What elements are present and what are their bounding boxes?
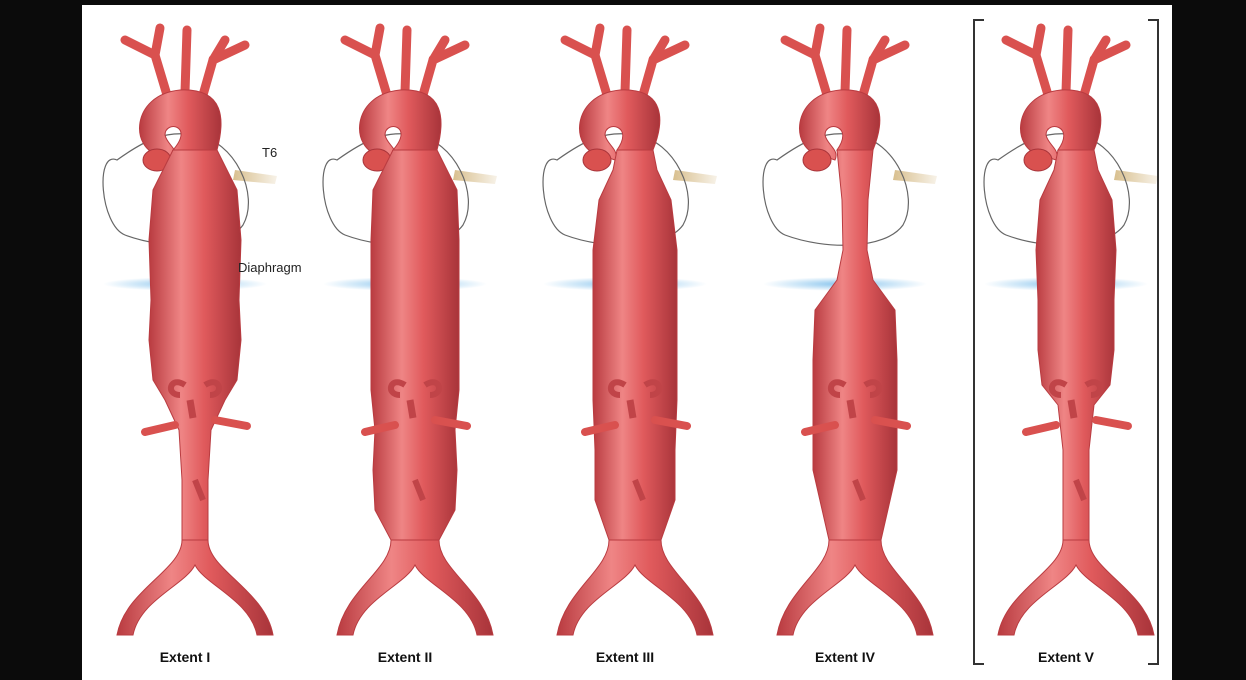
aortic-root	[583, 149, 611, 171]
arch-branch	[155, 28, 160, 55]
arch-branch	[815, 28, 820, 55]
panel-label: Extent III	[596, 649, 654, 665]
arch-branch	[185, 30, 187, 92]
sma-branch	[410, 400, 413, 418]
arch-branch	[405, 30, 407, 92]
arch-branch	[375, 28, 380, 55]
arch-branch	[595, 28, 600, 55]
arch-branch	[625, 30, 627, 92]
panel-label: Extent I	[160, 649, 211, 665]
arch-branch	[1066, 30, 1068, 92]
diaphragm-label: Diaphragm	[238, 260, 302, 275]
sma-branch	[1071, 400, 1074, 418]
arch-branch	[845, 30, 847, 92]
aortic-root	[803, 149, 831, 171]
sma-branch	[850, 400, 853, 418]
sma-branch	[630, 400, 633, 418]
arch-branch	[1036, 28, 1041, 55]
panel-label: Extent IV	[815, 649, 876, 665]
t6-label: T6	[262, 145, 277, 160]
aortic-root	[1024, 149, 1052, 171]
sma-branch	[190, 400, 193, 418]
panel-label: Extent II	[378, 649, 432, 665]
panel-label: Extent V	[1038, 649, 1095, 665]
